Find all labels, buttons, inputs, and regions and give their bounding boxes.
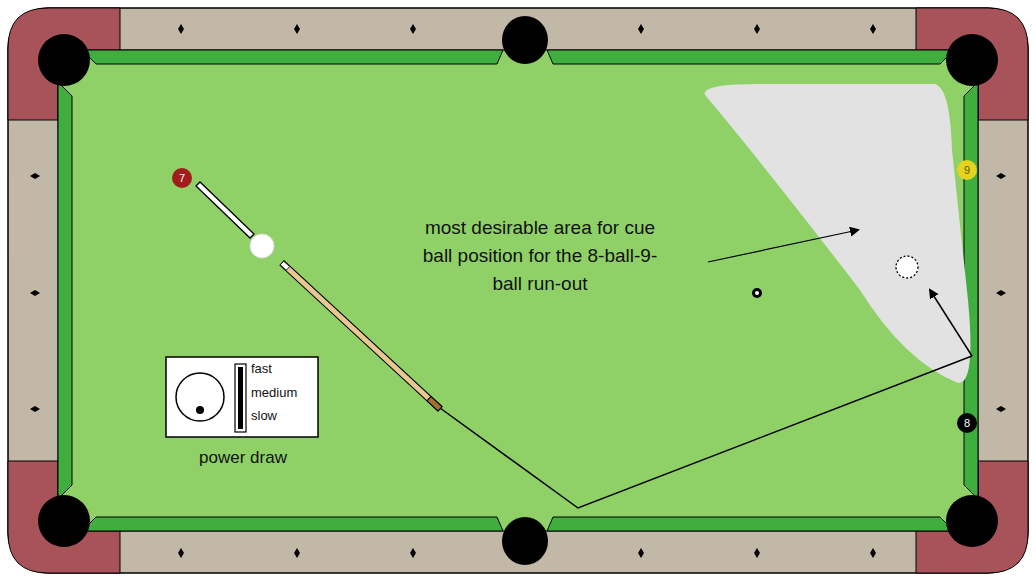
leader-line bbox=[708, 230, 858, 262]
spot bbox=[752, 288, 762, 298]
speed-label: fast bbox=[251, 361, 272, 377]
speed-label: slow bbox=[251, 408, 277, 424]
speed-label: medium bbox=[251, 385, 297, 401]
object-ball: 7 bbox=[172, 168, 192, 188]
ball-number: 9 bbox=[964, 165, 970, 176]
area-note: most desirable area for cue ball positio… bbox=[415, 214, 665, 298]
target-area bbox=[705, 84, 971, 383]
speed-bar bbox=[235, 364, 246, 432]
ghost-cue-ball bbox=[896, 256, 918, 278]
cue-tip-circle bbox=[176, 373, 224, 421]
path-arrow bbox=[930, 290, 972, 356]
object-ball: 8 bbox=[957, 413, 977, 433]
cue-ball bbox=[250, 234, 274, 258]
object-ball: 9 bbox=[957, 160, 977, 180]
legend-caption: power draw bbox=[199, 448, 287, 468]
ball-number: 8 bbox=[964, 418, 970, 429]
cue-ball-path bbox=[440, 356, 972, 508]
legend-box: fastmediumslowpower draw bbox=[166, 357, 318, 437]
aim-line bbox=[196, 182, 254, 238]
legend-box bbox=[166, 357, 318, 437]
ball-number: 7 bbox=[179, 173, 185, 184]
